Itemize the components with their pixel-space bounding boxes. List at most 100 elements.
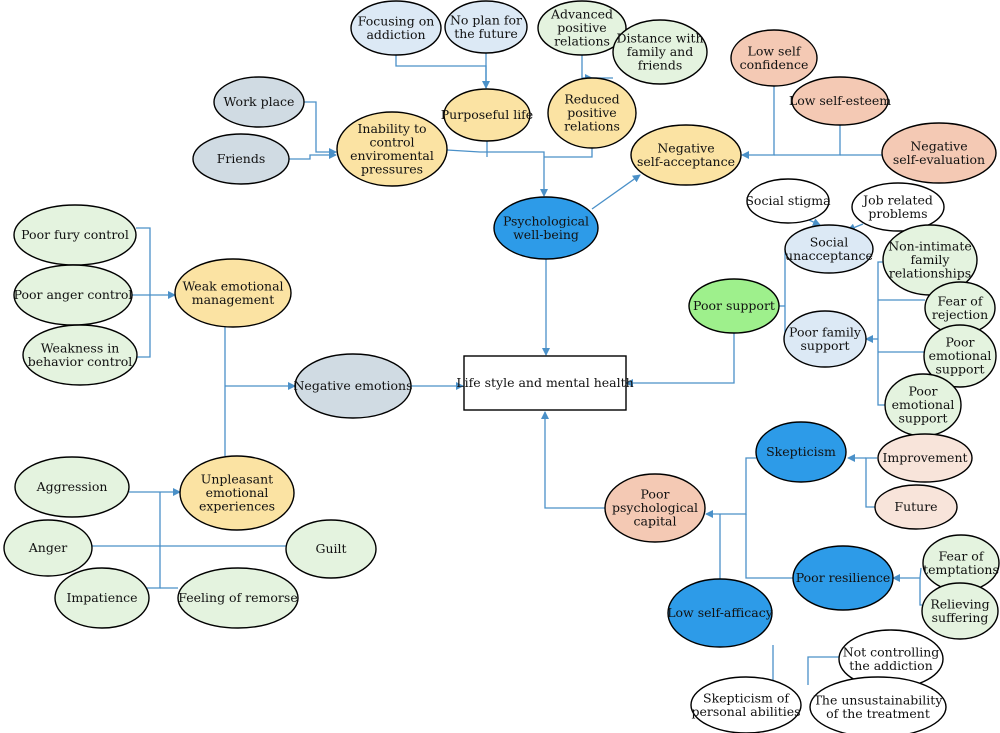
poor-psychological-capital-label: psychological [612,500,698,515]
connector-line [395,55,490,89]
fear-of-rejection-label: Fear of [938,293,984,308]
poor-psychological-capital-shape [604,473,706,543]
node-friends: Friends [192,133,290,185]
negative-self-evaluation-shape [881,122,997,184]
distance-family-friends-label: family and [627,44,693,59]
impatience-shape [54,567,150,629]
node-purposeful-life: Purposeful life [441,88,533,142]
skepticism-personal-abilities-shape [690,676,802,733]
connector-line [705,457,756,518]
poor-support-shape [688,278,780,334]
focusing-on-addiction-shape [350,0,442,56]
fear-of-rejection-label: rejection [932,307,988,322]
aggression-shape [14,456,130,518]
reduced-positive-relations-label: relations [564,119,620,134]
advanced-positive-relations-label: relations [554,34,610,49]
node-social-stigma: Social stigma [745,178,831,224]
low-self-confidence-label: confidence [740,57,809,72]
weak-emotional-management-label: management [192,292,275,307]
aggression-label: Aggression [36,479,108,494]
job-related-problems-label: Job related [861,192,933,207]
connector-line [919,578,922,606]
not-controlling-addiction-label: the addiction [849,658,933,673]
purposeful-life-label: Purposeful life [441,107,533,122]
connector-line [892,567,922,582]
negative-self-evaluation-label: Negative [910,138,967,153]
anger-shape [3,519,93,577]
node-negative-emotions: Negative emotions [293,353,413,419]
work-place-shape [213,76,305,128]
poor-family-support-label: support [801,338,850,353]
advanced-positive-relations-label: Advanced [550,7,613,22]
life-style-mental-health-label: Life style and mental health [456,375,633,390]
weak-emotional-management-label: Weak emotional [182,278,283,293]
negative-self-acceptance-shape [630,124,742,186]
relieving-suffering-shape [921,582,999,640]
friends-shape [192,133,290,185]
skepticism-shape [755,421,847,483]
connector-line [591,174,641,210]
connector-line [807,656,840,685]
feeling-of-remorse-shape [177,567,299,629]
distance-family-friends-label: Distance with [616,31,703,46]
non-intimate-family-label: family [911,252,951,267]
job-related-problems-shape [851,182,945,232]
negative-emotions-shape [294,353,412,419]
psychological-wellbeing-label: well-being [513,227,579,242]
poor-emotional-support-1-label: Poor [946,335,975,350]
unsustainability-treatment-label: of the treatment [826,706,930,721]
node-poor-fury-control: Poor fury control [13,204,137,266]
no-plan-for-future-label: the future [454,26,518,41]
social-unacceptance-label: Social [810,234,849,249]
poor-fury-control-label: Poor fury control [21,227,129,242]
negative-self-acceptance-label: self-acceptance [637,154,735,169]
improvement-label: Improvement [882,450,967,465]
unsustainability-treatment-shape [809,676,947,733]
poor-emotional-support-1-label: emotional [929,348,992,363]
psychological-wellbeing-shape [493,196,599,260]
reduced-positive-relations-label: Reduced [564,92,619,107]
connector-line [304,101,337,156]
negative-self-evaluation-label: self-evaluation [893,152,985,167]
connector-line [808,218,821,226]
connector-line [741,86,775,159]
poor-family-support-shape [783,310,867,368]
social-unacceptance-shape [784,224,874,274]
inability-control-label: pressures [361,161,423,176]
impatience-label: Impatience [66,590,137,605]
improvement-shape [877,433,973,483]
non-intimate-family-label: relationships [889,266,971,281]
poor-support-label: Poor support [693,298,775,313]
connector-line [541,411,605,509]
social-unacceptance-label: unacceptance [785,248,873,263]
no-plan-for-future-shape [444,0,528,54]
friends-label: Friends [217,151,266,166]
inability-control-label: control [369,134,414,149]
unpleasant-emotional-experiences-label: experiences [199,499,275,514]
node-low-self-esteem: Low self-esteem [789,76,891,126]
feeling-of-remorse-label: Feeling of remorse [178,590,297,605]
connector-line [446,149,548,197]
low-self-efficacy-shape [667,578,773,648]
social-stigma-shape [746,178,830,224]
fear-of-temptations-label: temptations [923,562,999,577]
weak-emotional-management-shape [174,258,292,328]
poor-emotional-support-1-shape [923,324,997,388]
life-style-mental-health-shape [463,355,627,411]
